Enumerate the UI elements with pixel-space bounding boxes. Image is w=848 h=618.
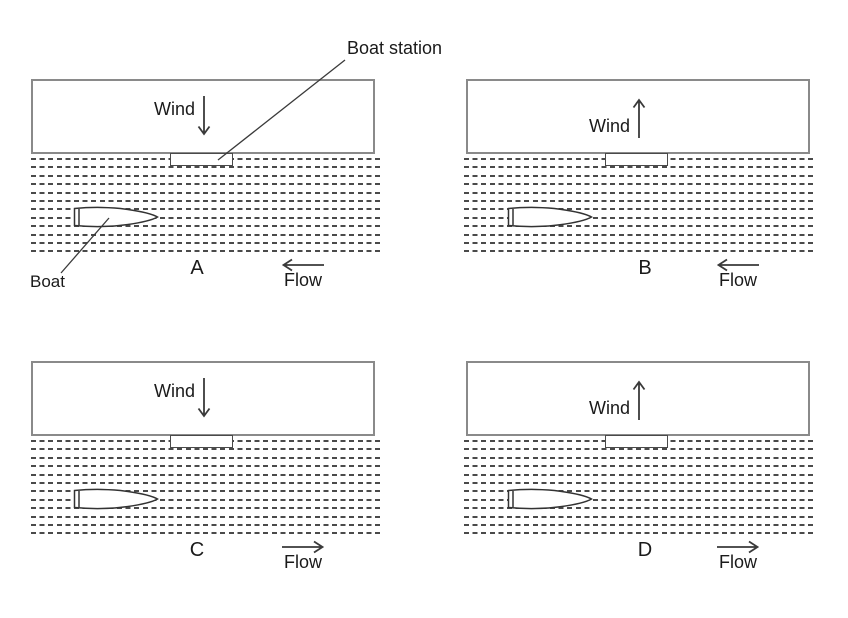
wind-label: Wind <box>588 398 630 418</box>
water-dash-row <box>464 183 816 186</box>
water-dash-row <box>464 250 816 253</box>
shore-bank <box>31 361 375 436</box>
water-dash-row <box>31 199 383 202</box>
water-dash-row <box>31 225 383 228</box>
panel-b: Wind B Flow <box>435 0 848 309</box>
water-dash-row <box>464 208 816 211</box>
water-dash-row <box>464 216 816 219</box>
wind-down-arrow-icon <box>197 378 211 418</box>
water-dash-row <box>464 532 816 535</box>
boat-station-marker <box>170 153 233 166</box>
water-dash-row <box>31 166 383 169</box>
water-dash-row <box>464 166 816 169</box>
wind-label: Wind <box>153 381 195 401</box>
boat-station-marker <box>605 153 668 166</box>
flow-left-arrow-icon <box>281 258 324 272</box>
water-dash-row <box>31 490 383 493</box>
flow-label: Flow <box>718 552 757 572</box>
water-dash-row <box>464 481 816 484</box>
water-dash-row <box>464 523 816 526</box>
boat-icon <box>73 206 159 228</box>
water-dash-row <box>31 523 383 526</box>
panel-letter: B <box>638 257 652 279</box>
water-dash-row <box>31 233 383 236</box>
water-dash-row <box>464 241 816 244</box>
panel-letter: A <box>190 257 204 279</box>
water-dash-row <box>31 216 383 219</box>
water-dash-row <box>31 250 383 253</box>
water-dash-row <box>464 191 816 194</box>
water-dash-row <box>464 448 816 451</box>
water-dash-row <box>464 225 816 228</box>
flow-right-arrow-icon <box>282 540 325 554</box>
wind-label: Wind <box>153 99 195 119</box>
boat-station-label: Boat station <box>347 38 443 58</box>
boat-station-marker <box>170 435 233 448</box>
water-dash-row <box>464 515 816 518</box>
wind-down-arrow-icon <box>197 96 211 136</box>
water-dash-row <box>31 498 383 501</box>
water-dash-row <box>31 183 383 186</box>
boat-label: Boat <box>30 272 65 291</box>
water-dash-row <box>464 199 816 202</box>
water-dash-row <box>464 490 816 493</box>
flow-label: Flow <box>718 270 757 290</box>
panel-letter: C <box>189 539 205 561</box>
shore-bank <box>466 79 810 154</box>
water-dash-row <box>31 507 383 510</box>
water-dash-row <box>464 465 816 468</box>
water-dash-row <box>31 481 383 484</box>
flow-left-arrow-icon <box>716 258 759 272</box>
water-dash-row <box>464 233 816 236</box>
boat-icon <box>507 206 593 228</box>
water-dash-row <box>464 473 816 476</box>
water-dash-row <box>464 456 816 459</box>
water-dash-row <box>31 191 383 194</box>
panel-letter: D <box>637 539 653 561</box>
wind-up-arrow-icon <box>632 98 646 138</box>
flow-label: Flow <box>283 552 322 572</box>
water-dash-row <box>31 448 383 451</box>
water-dash-row <box>31 465 383 468</box>
boat-icon <box>507 488 593 510</box>
water-dash-row <box>464 174 816 177</box>
wind-label: Wind <box>588 116 630 136</box>
water-dash-row <box>31 532 383 535</box>
water-dash-row <box>31 174 383 177</box>
flow-right-arrow-icon <box>717 540 760 554</box>
water-dash-row <box>464 498 816 501</box>
panel-c: Wind C Flow <box>0 282 424 591</box>
flow-label: Flow <box>283 270 322 290</box>
panel-d: Wind D Flow <box>435 282 848 591</box>
water-dash-row <box>464 507 816 510</box>
water-dash-row <box>31 208 383 211</box>
water-dash-row <box>31 515 383 518</box>
water <box>464 440 816 535</box>
wind-up-arrow-icon <box>632 380 646 420</box>
boat-icon <box>73 488 159 510</box>
shore-bank <box>466 361 810 436</box>
boat-station-marker <box>605 435 668 448</box>
water-dash-row <box>31 473 383 476</box>
water-dash-row <box>31 241 383 244</box>
water-dash-row <box>31 456 383 459</box>
